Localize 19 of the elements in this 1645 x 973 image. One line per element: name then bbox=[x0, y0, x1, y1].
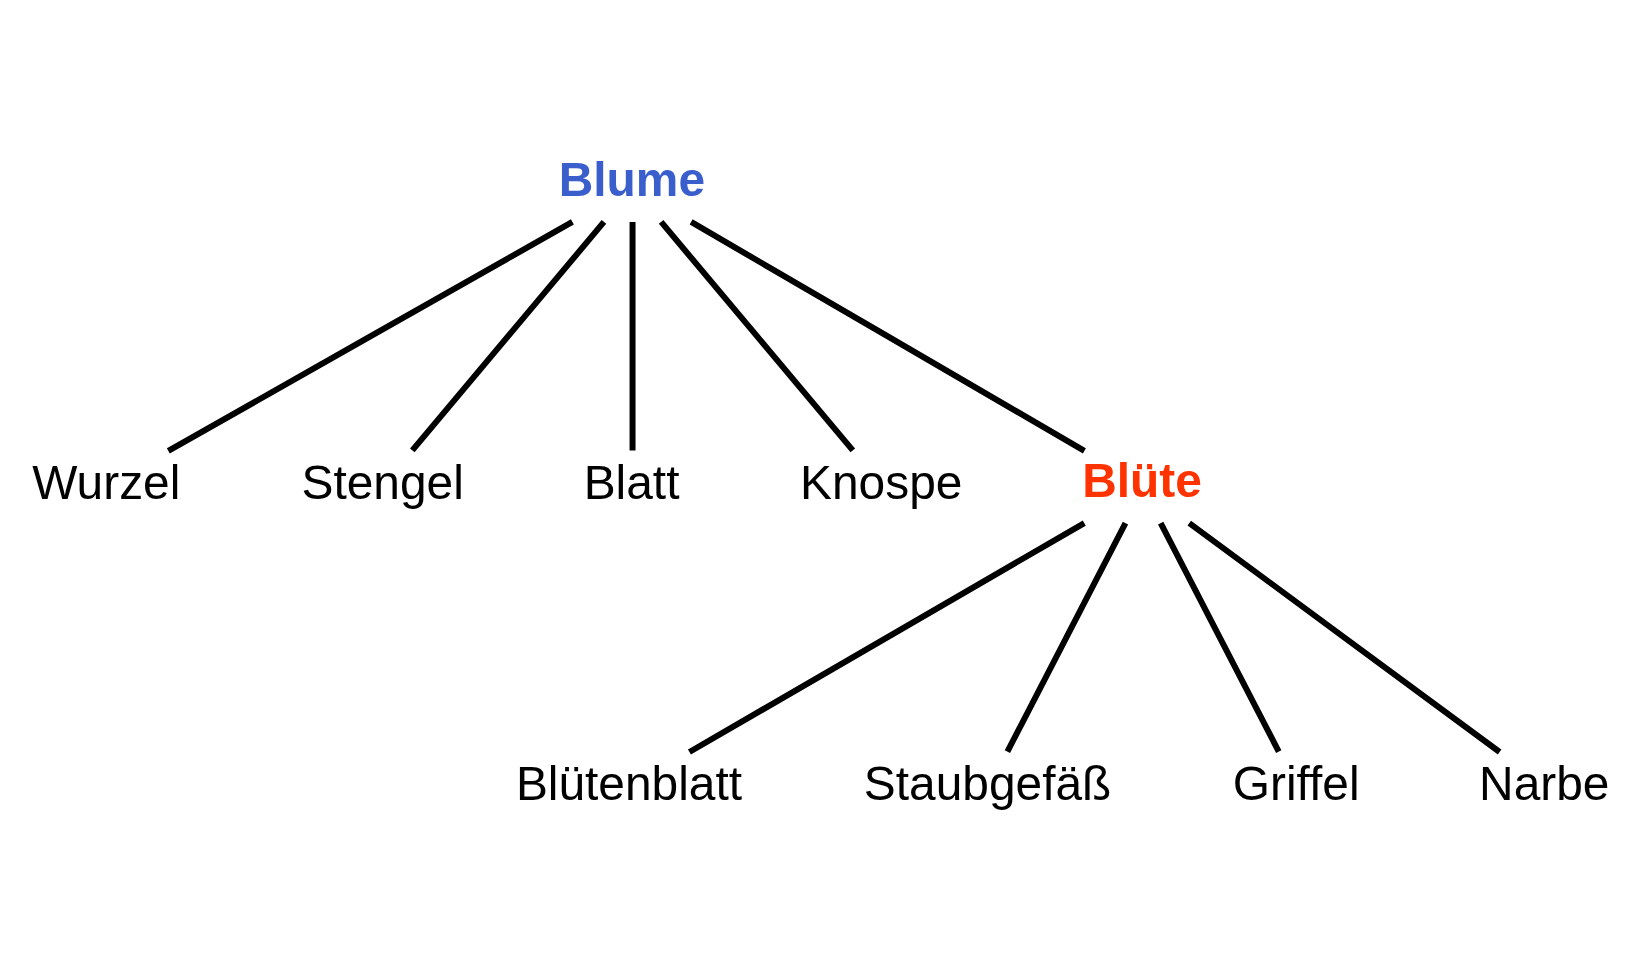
node-text: Griffel bbox=[1232, 756, 1360, 810]
connector bbox=[410, 219, 607, 452]
connector bbox=[1158, 521, 1282, 753]
node-text: Wurzel bbox=[32, 455, 181, 509]
connector bbox=[658, 219, 856, 452]
connector bbox=[687, 520, 1086, 755]
connector bbox=[629, 221, 636, 450]
connector bbox=[1187, 520, 1502, 754]
node-text: Knospe bbox=[800, 455, 963, 509]
node-text: Blütenblatt bbox=[515, 756, 743, 810]
connector bbox=[1004, 521, 1129, 753]
node-text: Blatt bbox=[583, 455, 680, 509]
node-text: Staubgefäß bbox=[863, 756, 1112, 810]
connector bbox=[689, 218, 1086, 453]
node-text: Stengel bbox=[301, 455, 464, 509]
connector bbox=[166, 218, 574, 453]
node-text: Blüte bbox=[1082, 453, 1202, 507]
node-text: Blume bbox=[558, 152, 706, 206]
node-text: Narbe bbox=[1479, 756, 1610, 810]
